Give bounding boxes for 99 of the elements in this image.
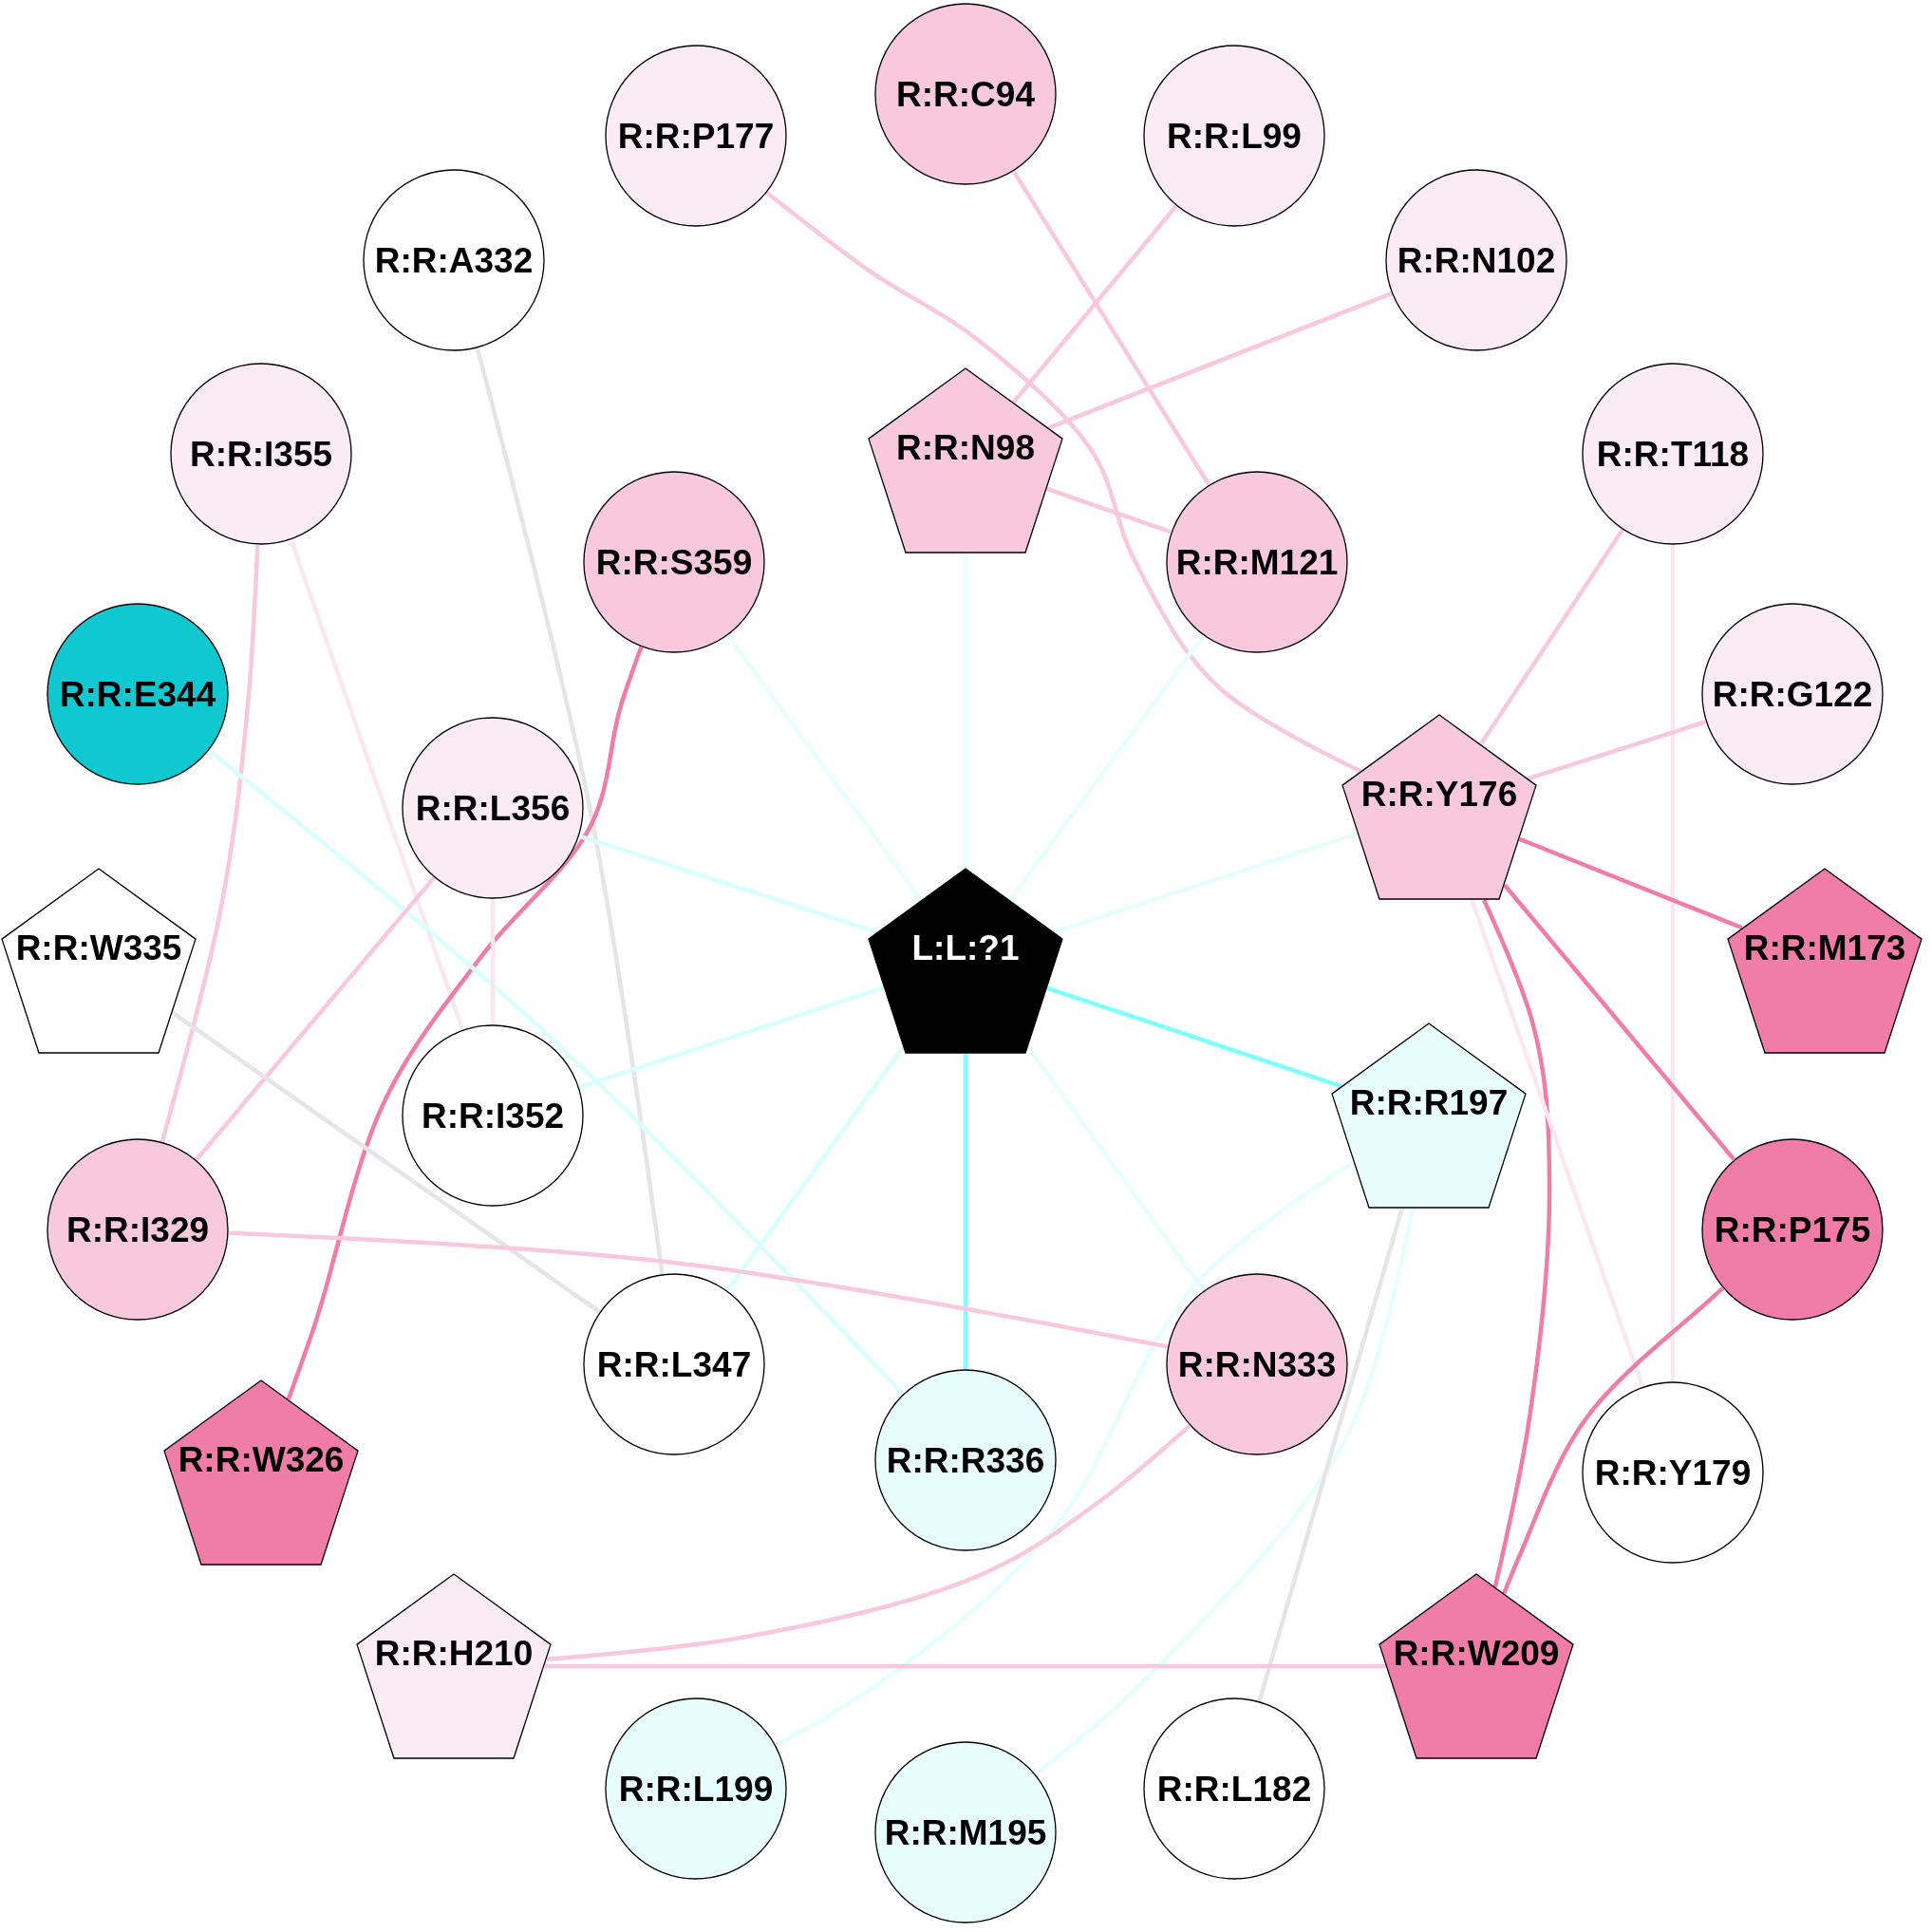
pentagon-node	[868, 868, 1063, 1054]
connector-line	[159, 544, 260, 1143]
node-label: R:R:L199	[618, 1771, 774, 1807]
circle-node	[1701, 1138, 1884, 1321]
pentagon-node	[1331, 1022, 1527, 1209]
node-label: R:R:T118	[1596, 436, 1750, 472]
circle-node	[1166, 471, 1348, 653]
connector-line	[1053, 831, 1359, 934]
node-label: R:R:P177	[617, 118, 775, 154]
node-label: R:R:G122	[1712, 676, 1873, 712]
circle-node	[1143, 45, 1325, 227]
circle-node	[1143, 1698, 1325, 1880]
connector-line	[228, 1230, 1169, 1349]
node-label: R:R:W326	[178, 1441, 345, 1477]
node-label: R:R:W209	[1393, 1635, 1560, 1671]
node-label: R:R:I352	[421, 1097, 565, 1134]
node-label: R:R:M121	[1175, 544, 1339, 580]
circle-node	[47, 603, 229, 785]
circle-node	[1701, 603, 1884, 785]
connector-line	[1503, 883, 1736, 1161]
node-label: R:R:L99	[1167, 118, 1302, 154]
connector-line	[1047, 291, 1393, 430]
node-label: R:R:I355	[189, 436, 333, 472]
connector-line	[195, 875, 436, 1162]
connector-line	[578, 834, 878, 934]
circle-node	[1582, 1381, 1764, 1564]
node-label: L:L:?1	[911, 929, 1020, 966]
pentagon-node	[356, 1573, 552, 1759]
node-label: R:R:Y176	[1360, 776, 1518, 812]
pentagon-node	[163, 1379, 359, 1566]
node-label: R:R:N98	[896, 429, 1035, 465]
circle-node	[605, 45, 787, 227]
connector-line	[286, 646, 644, 1400]
circle-node	[1385, 169, 1567, 351]
node-label: R:R:E344	[59, 676, 216, 712]
connector-line	[1046, 985, 1342, 1089]
connector-line	[1034, 1208, 1416, 1776]
node-label: R:R:M195	[884, 1814, 1047, 1850]
circle-node	[1166, 1273, 1348, 1455]
pentagon-node	[1341, 714, 1537, 900]
node-label: R:R:L182	[1156, 1771, 1312, 1807]
circle-node	[874, 3, 1057, 185]
circle-node	[47, 1138, 229, 1321]
connector-line	[963, 1054, 968, 1369]
connector-line	[1670, 545, 1676, 1381]
node-label: R:R:C94	[896, 76, 1035, 112]
node-label: R:R:S359	[595, 544, 753, 580]
connector-line	[1011, 204, 1178, 404]
connector-line	[1518, 836, 1743, 930]
circle-node	[874, 1369, 1057, 1551]
connector-line	[725, 634, 924, 902]
connector-line	[546, 1424, 1191, 1662]
connector-line	[1527, 720, 1707, 781]
node-label: R:R:Y179	[1594, 1454, 1752, 1491]
node-label: R:R:W335	[15, 929, 182, 966]
connector-line	[775, 1160, 1355, 1748]
node-label: R:R:M173	[1743, 929, 1906, 966]
connector-line	[171, 1010, 601, 1314]
connector-line	[1046, 486, 1172, 535]
connector-line	[1007, 634, 1206, 902]
connector-line	[725, 1045, 905, 1292]
connector-line	[1502, 1286, 1725, 1595]
connector-line	[1470, 899, 1645, 1388]
connector-line	[765, 191, 1362, 774]
circle-node	[583, 471, 765, 653]
pentagon-node	[1379, 1573, 1574, 1759]
pentagon-node	[868, 367, 1063, 553]
node-label: R:R:R197	[1349, 1084, 1509, 1120]
connector-line	[1478, 528, 1624, 746]
pentagon-node	[1727, 868, 1923, 1054]
node-label: R:R:I329	[66, 1211, 210, 1247]
node-label: R:R:A332	[374, 242, 534, 278]
connector-line	[1011, 170, 1211, 486]
connector-line	[1482, 899, 1552, 1587]
circle-node	[583, 1273, 765, 1455]
circle-node	[874, 1741, 1057, 1923]
node-label: R:R:P175	[1714, 1211, 1871, 1247]
node-label: R:R:N333	[1177, 1346, 1337, 1382]
node-label: R:R:L356	[415, 790, 571, 826]
connector-line	[544, 1663, 1386, 1669]
connector-line	[1257, 1208, 1404, 1702]
circle-node	[402, 717, 584, 899]
pentagon-node	[1, 868, 197, 1054]
circle-node	[1582, 363, 1764, 545]
node-label: R:R:R336	[886, 1442, 1045, 1478]
node-label: R:R:H210	[374, 1635, 534, 1671]
node-label: R:R:L347	[596, 1346, 752, 1382]
connector-line	[578, 985, 885, 1090]
circle-node	[402, 1024, 584, 1207]
circle-node	[363, 169, 545, 351]
connector-line	[289, 538, 465, 1031]
connector-line	[475, 347, 665, 1275]
connector-line	[963, 553, 968, 868]
circle-node	[605, 1698, 787, 1880]
connector-line	[1026, 1045, 1206, 1292]
circle-node	[170, 363, 352, 545]
connector-line	[207, 748, 905, 1396]
connector-line	[490, 899, 496, 1024]
node-label: R:R:N102	[1397, 242, 1556, 278]
